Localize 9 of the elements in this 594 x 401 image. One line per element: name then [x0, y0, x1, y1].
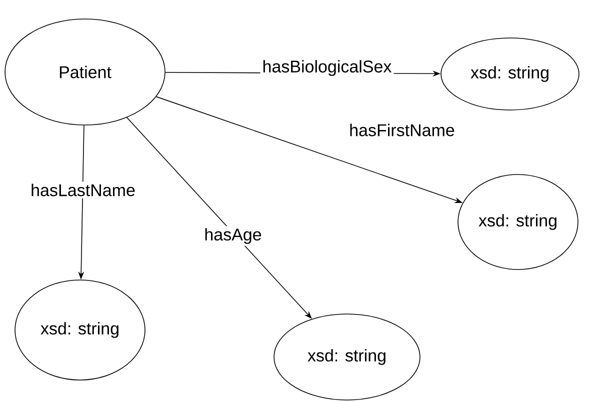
ellipse-node: xsd: string: [14, 280, 146, 380]
ellipse-node: xsd: string: [440, 38, 580, 110]
edge-label: hasLastName: [28, 182, 138, 198]
edge-label: hasBiologicalSex: [260, 58, 394, 78]
ellipse-node: xsd: string: [274, 314, 420, 400]
edge-label: hasAge: [202, 226, 264, 246]
ellipse-node: xsd: string: [458, 174, 578, 270]
ellipse-node: Patient: [4, 18, 166, 126]
edge-label: hasFirstName: [347, 122, 457, 138]
